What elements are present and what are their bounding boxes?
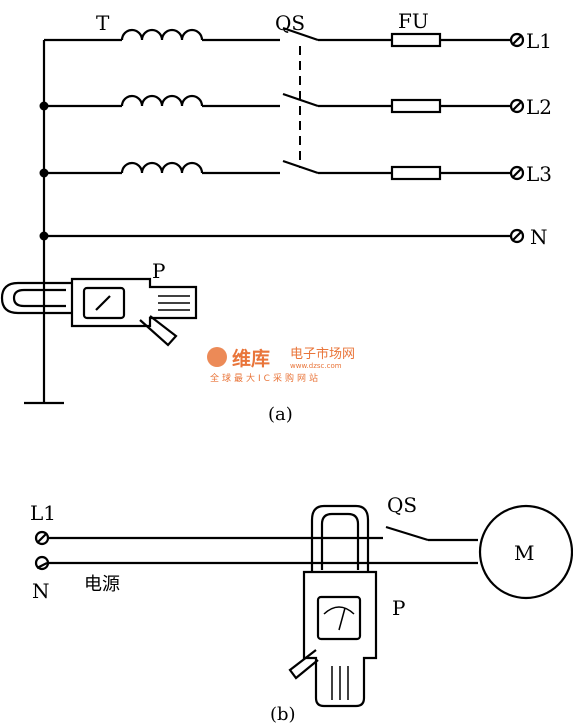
clamp-jaw	[0, 281, 72, 315]
phase-l3-circuit	[44, 159, 511, 181]
fuse	[390, 98, 442, 114]
phase-l1-circuit	[44, 26, 511, 48]
diagram-b: M L1 N 电源 QS P (b)	[30, 493, 573, 725]
caption-a: (a)	[268, 404, 293, 425]
line-label-n: N	[530, 225, 548, 249]
meter-label-b: P	[392, 596, 405, 620]
transformer-coil	[120, 161, 204, 174]
transformer-coil	[120, 94, 204, 107]
power-source-label: 电源	[84, 574, 120, 595]
diagram-a: T QS FU L1 L2 L3 N P (a)	[0, 9, 552, 425]
meter-display	[82, 286, 126, 320]
clamp-meter-b	[288, 504, 378, 708]
terminal-n	[509, 228, 525, 244]
caption-b: (b)	[270, 704, 296, 725]
clamp-jaw-b	[310, 504, 370, 572]
switch-blade-b	[385, 525, 429, 542]
fuse-label: FU	[398, 9, 429, 33]
transformer-label: T	[96, 11, 110, 35]
watermark-brand: 维库	[232, 347, 270, 370]
switch-label-b: QS	[387, 493, 417, 517]
motor	[478, 504, 573, 600]
switch-label: QS	[275, 11, 305, 35]
meter-trigger	[139, 315, 178, 347]
line-label-b-n: N	[32, 579, 50, 603]
line-label-l2: L2	[526, 95, 552, 119]
watermark: 维库 电子市场网 www.dzsc.com 全球最大IC采购网站	[207, 346, 355, 384]
terminal-l3	[509, 165, 525, 181]
meter-label: P	[152, 259, 165, 283]
phase-l2-circuit	[44, 92, 511, 114]
watermark-url: www.dzsc.com	[290, 362, 342, 370]
fuse	[390, 32, 442, 48]
switch-blade	[282, 26, 319, 42]
line-label-l3: L3	[526, 162, 552, 186]
clamp-meter-a	[0, 277, 198, 347]
watermark-logo-icon	[207, 347, 227, 367]
line-label-b-l1: L1	[30, 501, 56, 525]
motor-label: M	[514, 541, 534, 565]
watermark-name: 电子市场网	[290, 346, 355, 362]
terminal-l1	[509, 32, 525, 48]
meter-display-b	[316, 595, 362, 641]
meter-body	[70, 277, 198, 328]
meter-body-b	[302, 570, 378, 708]
terminal-b-l1	[34, 530, 50, 546]
terminal-l2	[509, 98, 525, 114]
terminal-b-n	[34, 555, 50, 571]
line-label-l1: L1	[526, 29, 552, 53]
transformer-coil	[120, 28, 204, 41]
watermark-slogan: 全球最大IC采购网站	[210, 372, 321, 384]
fuse	[390, 165, 442, 181]
meter-trigger-b	[288, 649, 319, 680]
